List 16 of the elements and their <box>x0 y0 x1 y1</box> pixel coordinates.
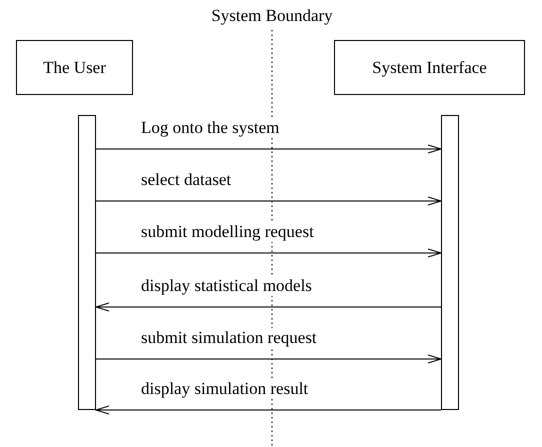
lifeline-head-box: The User <box>16 40 133 95</box>
message-arrow <box>96 248 442 258</box>
edge-label: display simulation result <box>140 379 310 399</box>
edge-label: Log onto the system <box>140 118 280 138</box>
message-arrow <box>96 302 442 312</box>
message-arrow <box>96 406 442 414</box>
edge-label: submit simulation request <box>140 328 318 348</box>
message-arrow <box>96 354 442 364</box>
message-arrow <box>96 144 442 154</box>
edge-label: submit modelling request <box>140 222 315 242</box>
title: System Boundary <box>210 6 334 26</box>
edge-label: display statistical models <box>140 276 313 296</box>
activation-bar <box>441 115 459 410</box>
lifeline-head-box: System Interface <box>334 40 525 95</box>
message-arrow <box>96 196 442 206</box>
activation-bar <box>78 115 96 410</box>
